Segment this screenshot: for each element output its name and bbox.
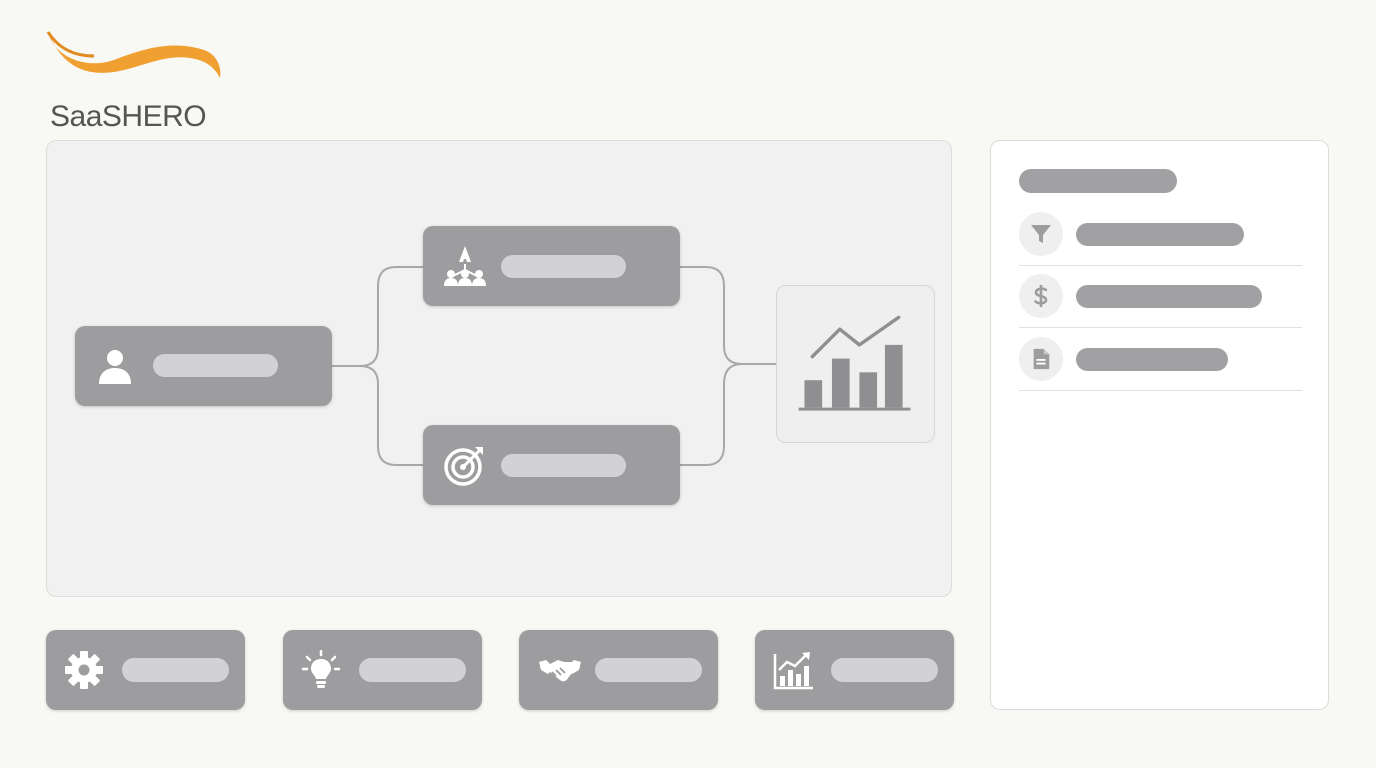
side-item-label-placeholder: [1076, 348, 1228, 371]
brand-name-part1: Saa: [50, 100, 102, 133]
side-panel-title-placeholder: [1019, 169, 1177, 193]
tile-settings[interactable]: [46, 630, 245, 710]
tile-ideas[interactable]: [283, 630, 482, 710]
tile-label-placeholder: [831, 658, 938, 682]
gear-icon: [65, 651, 103, 689]
funnel-icon: [1031, 225, 1051, 243]
dollar-icon: [1034, 285, 1048, 307]
node-label-placeholder: [153, 354, 278, 377]
lightbulb-icon: [301, 650, 341, 688]
workflow-node-team[interactable]: [423, 226, 680, 306]
bar-chart-icon: [773, 652, 813, 690]
tile-partnership[interactable]: [519, 630, 718, 710]
tile-analytics[interactable]: [755, 630, 954, 710]
side-item-divider: [1019, 327, 1302, 328]
result-chart-card[interactable]: [776, 285, 935, 443]
side-item-funnel[interactable]: [1019, 204, 1302, 266]
growth-chart-icon: [798, 315, 911, 411]
handshake-icon: [539, 660, 581, 682]
funnel-icon-badge: [1019, 212, 1063, 256]
user-icon: [99, 350, 131, 384]
side-item-divider: [1019, 265, 1302, 266]
workflow-node-target[interactable]: [423, 425, 680, 505]
tile-label-placeholder: [359, 658, 466, 682]
details-side-panel: [990, 140, 1329, 710]
brand-name-part2: SHERO: [101, 100, 207, 133]
tile-label-placeholder: [122, 658, 229, 682]
side-item-dollar[interactable]: [1019, 266, 1302, 328]
dollar-icon-badge: [1019, 274, 1063, 318]
logo-swoosh-icon: [46, 31, 221, 78]
document-icon: [1033, 348, 1050, 370]
node-label-placeholder: [501, 255, 626, 278]
side-item-label-placeholder: [1076, 223, 1244, 246]
side-item-document[interactable]: [1019, 329, 1302, 391]
team-hierarchy-icon: [444, 246, 486, 286]
brand-name: SaaSHERO: [50, 100, 207, 133]
target-icon: [444, 447, 483, 486]
side-item-divider: [1019, 390, 1302, 391]
side-item-label-placeholder: [1076, 285, 1262, 308]
node-label-placeholder: [501, 454, 626, 477]
tile-label-placeholder: [595, 658, 702, 682]
document-icon-badge: [1019, 337, 1063, 381]
brand-logo: SaaSHERO: [44, 26, 244, 132]
workflow-node-user[interactable]: [75, 326, 332, 406]
